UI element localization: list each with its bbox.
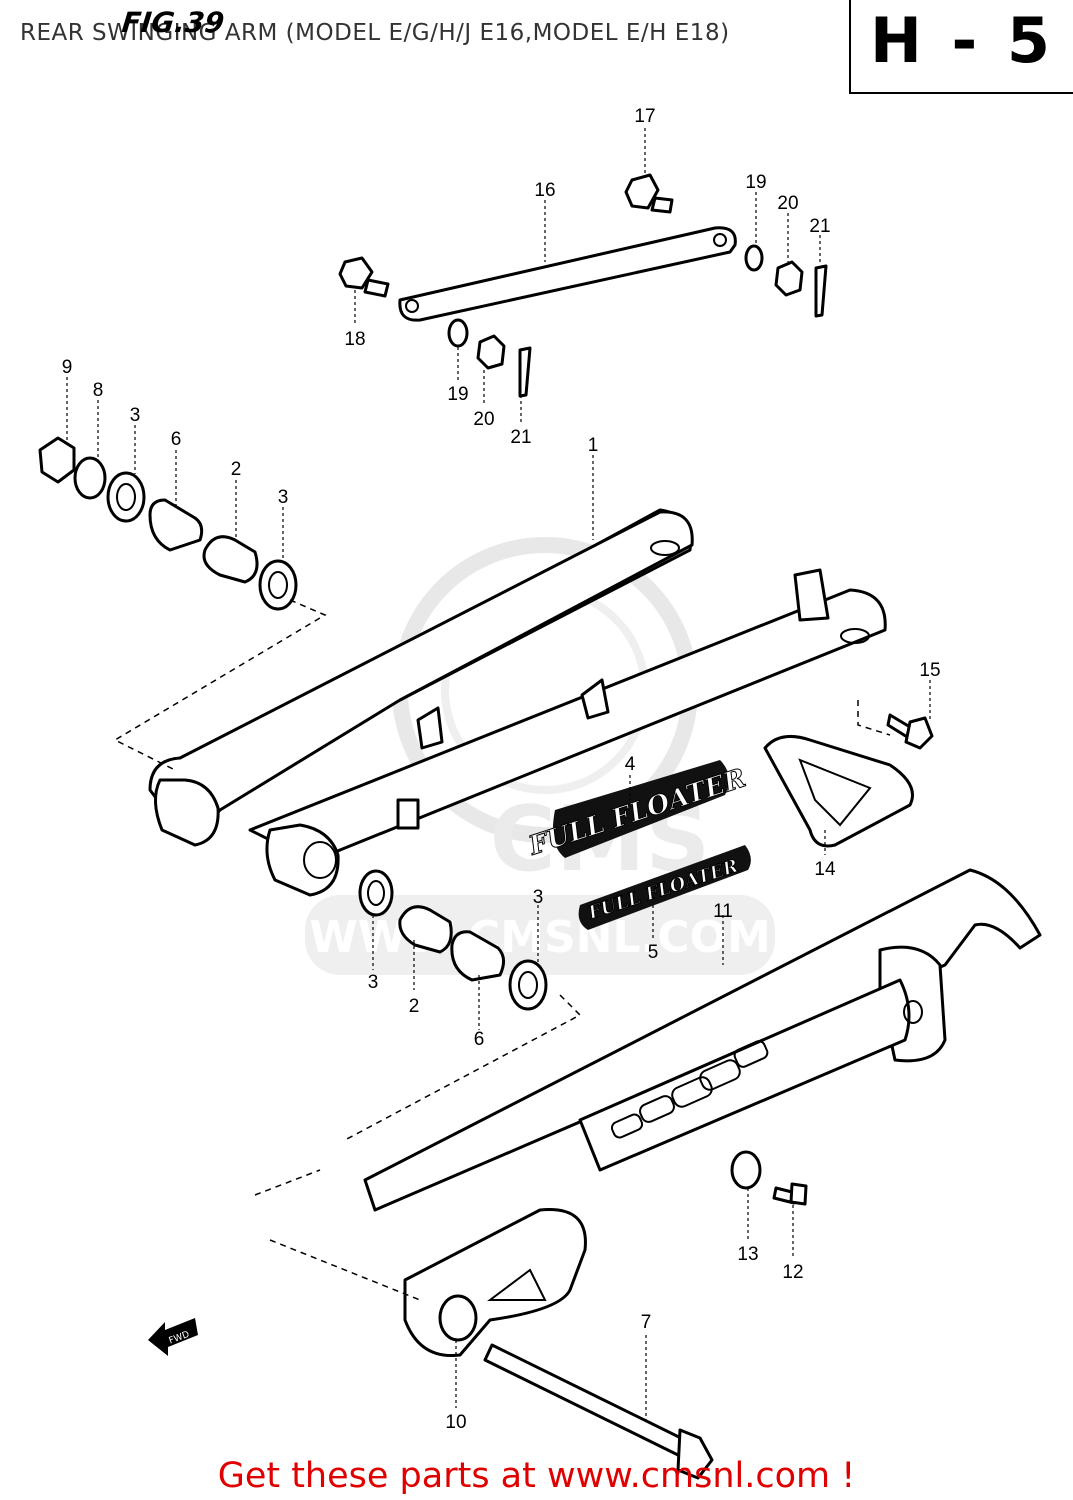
part-label-17: 17 — [634, 106, 655, 127]
part-label-14: 14 — [814, 859, 836, 880]
part-label-5: 5 — [648, 942, 659, 963]
part-label-1: 1 — [588, 435, 599, 456]
washer-19-lower — [447, 318, 469, 348]
seal-3-b — [258, 559, 298, 611]
washer-13 — [730, 1150, 762, 1190]
part-label-13: 13 — [737, 1244, 758, 1265]
spacer-2-a — [202, 535, 259, 584]
part-label-3-b: 3 — [278, 487, 289, 508]
section-code: H - 5 — [870, 4, 1054, 77]
watermark-url: WWW.CMSNL.COM — [309, 912, 771, 963]
part-label-3-d: 3 — [533, 887, 544, 908]
washer-8 — [73, 456, 107, 500]
chain-adjuster — [403, 1208, 587, 1358]
part-label-8: 8 — [93, 380, 104, 401]
part-label-19-lower: 19 — [447, 384, 468, 405]
part-label-6-a: 6 — [171, 429, 182, 450]
parts-shop-link[interactable]: Get these parts at www.cmsnl.com ! — [217, 1456, 856, 1496]
part-label-19-upper: 19 — [745, 172, 766, 193]
part-label-11: 11 — [713, 901, 733, 922]
section-code-box: H - 5 — [849, 0, 1073, 94]
part-label-6-b: 6 — [474, 1029, 485, 1050]
part-label-21-lower: 21 — [510, 427, 531, 448]
nut-20-lower — [476, 334, 506, 370]
swing-arm — [148, 508, 887, 897]
part-label-9: 9 — [62, 357, 73, 378]
torque-rod — [398, 226, 737, 322]
bolt-17 — [624, 173, 674, 214]
chain-guide-plate — [763, 734, 914, 848]
part-number-labels: 17 16 18 19 20 21 19 20 21 9 8 3 6 2 3 1… — [62, 106, 941, 1433]
cotter-pin-21-lower — [518, 346, 532, 398]
cotter-pin-21-upper — [814, 264, 828, 318]
assembly-guide-lines — [113, 599, 891, 1301]
part-label-4: 4 — [625, 754, 636, 775]
part-label-20-upper: 20 — [777, 193, 798, 214]
nut-20-upper — [774, 260, 804, 297]
nut-9 — [38, 436, 76, 484]
part-label-21-upper: 21 — [809, 216, 830, 237]
bearing-6-a — [148, 498, 204, 552]
seal-3-d — [508, 959, 548, 1011]
washer-19-upper — [744, 244, 764, 272]
seal-3-a — [106, 471, 146, 523]
part-label-20-lower: 20 — [473, 409, 494, 430]
part-label-2-a: 2 — [231, 459, 242, 480]
diagram-title: REAR SWINGING ARM (MODEL E/G/H/J E16,MOD… — [20, 20, 730, 46]
chain-case — [363, 868, 1042, 1212]
spacer-2-b — [398, 905, 453, 954]
screw-12 — [772, 1182, 808, 1206]
part-label-10: 10 — [445, 1412, 466, 1433]
part-label-16: 16 — [534, 180, 555, 201]
part-label-3-c: 3 — [368, 972, 379, 993]
forward-direction-marker: FWD — [148, 1318, 198, 1356]
bolt-15 — [886, 713, 934, 750]
rear-axle — [483, 1343, 714, 1480]
part-label-3-a: 3 — [130, 405, 141, 426]
seal-3-c — [358, 869, 394, 917]
part-label-2-b: 2 — [409, 996, 420, 1017]
part-label-15: 15 — [919, 660, 940, 681]
bolt-18 — [338, 256, 390, 298]
bearing-6-b — [450, 930, 505, 982]
leader-lines — [66, 128, 931, 1420]
part-label-18: 18 — [344, 329, 365, 350]
part-label-7: 7 — [641, 1312, 652, 1333]
part-label-12: 12 — [782, 1262, 803, 1283]
